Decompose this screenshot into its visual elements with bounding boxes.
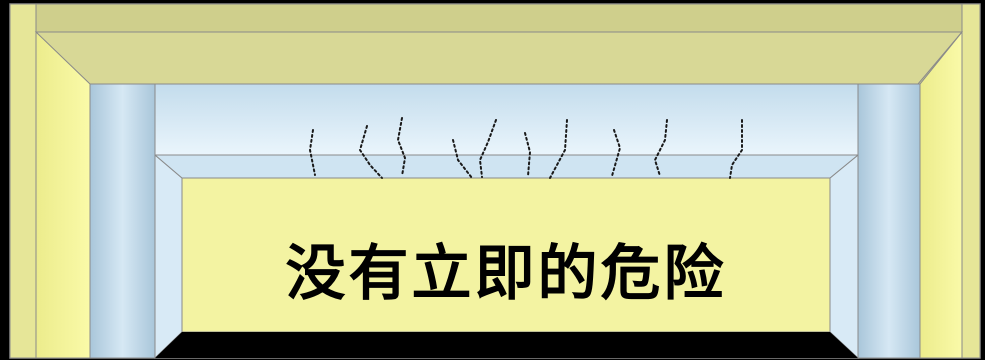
left-inner-wall (154, 153, 183, 360)
left-side-wall (35, 30, 91, 359)
crack-line (478, 119, 497, 178)
right-pillar (857, 83, 921, 359)
beam-underside (153, 154, 860, 179)
crack-line (358, 125, 383, 179)
crack-line (549, 119, 568, 179)
beam-cracks (308, 117, 743, 179)
right-inner-wall (829, 153, 859, 360)
back-wall (181, 177, 831, 333)
beam-front (154, 83, 859, 156)
ceiling (34, 31, 964, 85)
floor (155, 332, 858, 358)
crack-line (524, 132, 532, 177)
left-pillar (89, 83, 156, 359)
crack-line (729, 119, 743, 179)
ceiling-strip (35, 3, 963, 33)
crack-line (396, 117, 407, 177)
left-wall-edge (9, 3, 37, 359)
crack-line (653, 119, 668, 177)
right-side-wall (919, 30, 963, 359)
crack-line (611, 129, 622, 177)
crack-line (452, 139, 473, 179)
right-wall-edge (961, 3, 981, 359)
crack-line (308, 129, 316, 176)
